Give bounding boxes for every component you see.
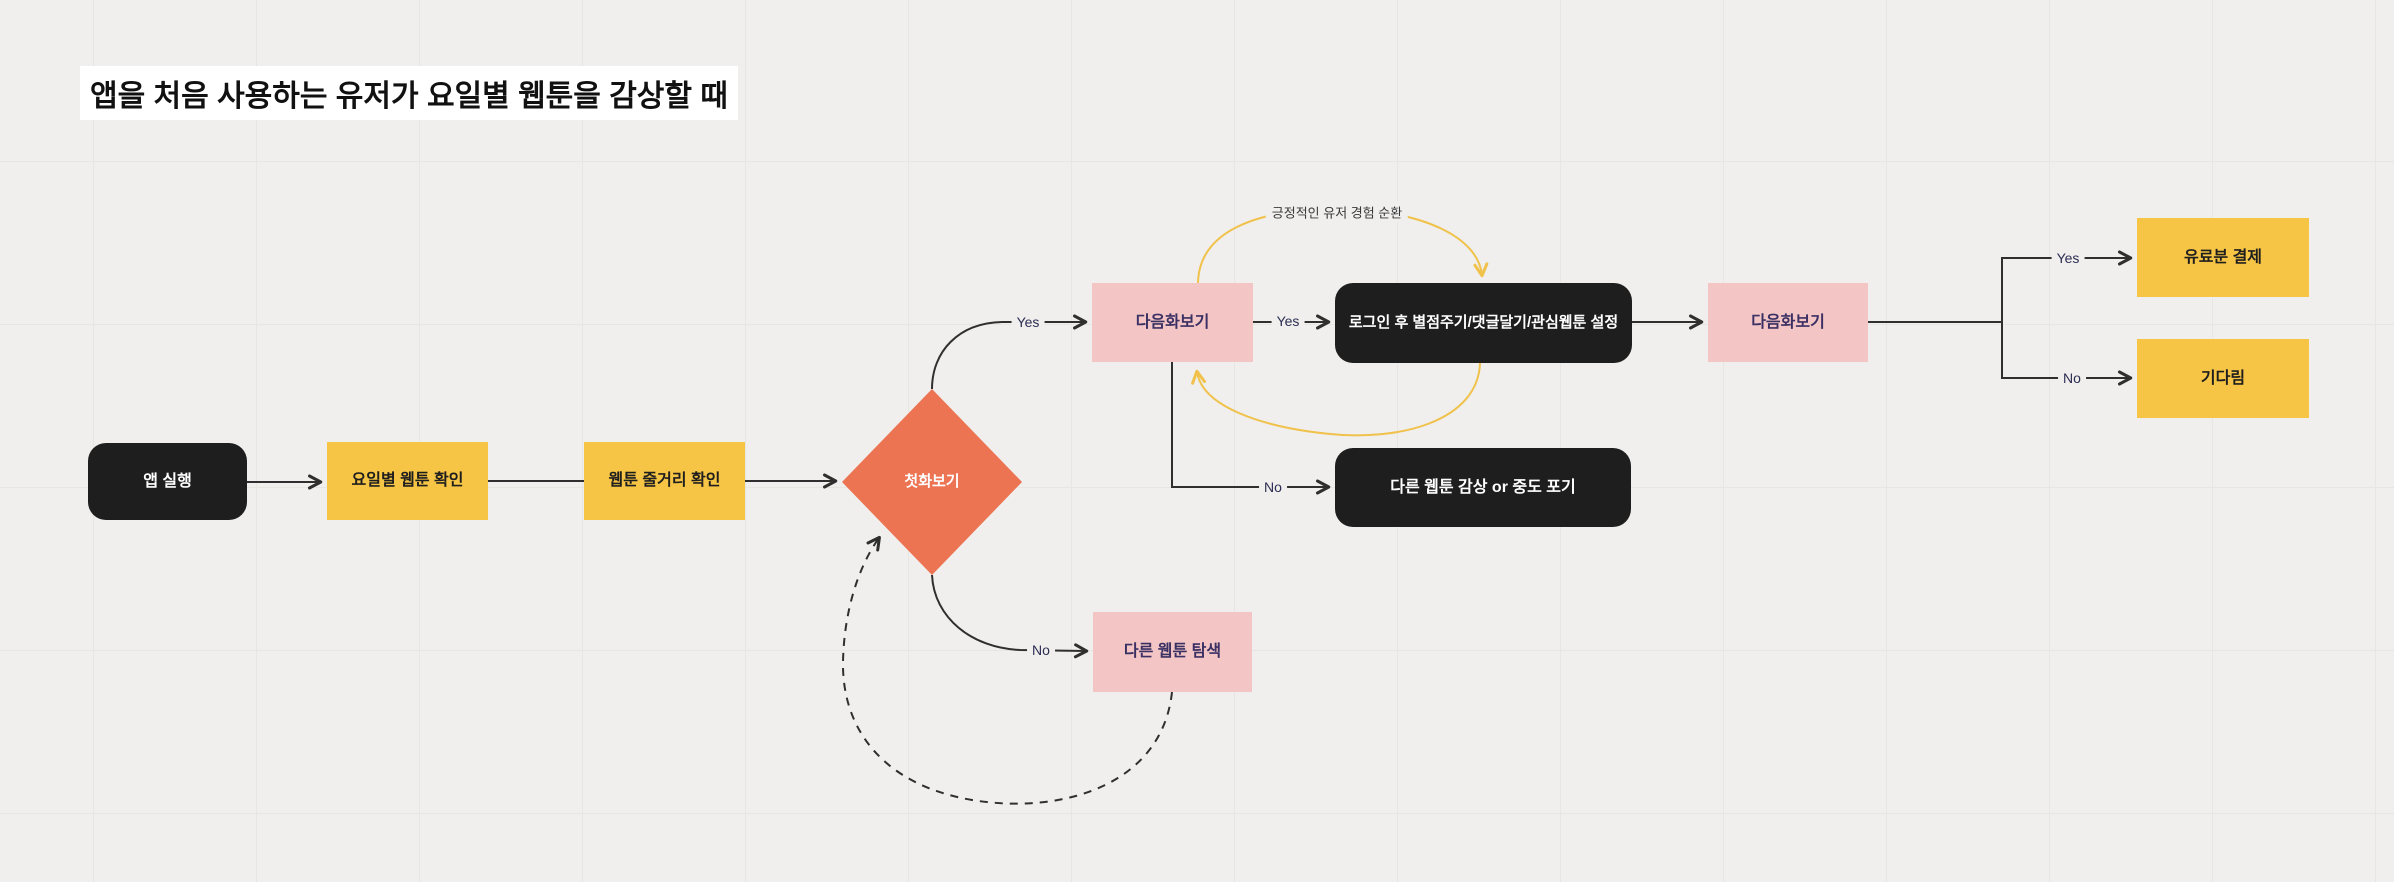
edge-label-no-explore[interactable]: No bbox=[1027, 641, 1055, 659]
edge-label-no-wait[interactable]: No bbox=[2058, 369, 2086, 387]
edge-decision-yes-to-next1[interactable] bbox=[931, 314, 1088, 390]
edge-next2-yes-to-payment[interactable] bbox=[1868, 250, 2133, 323]
node-app-launch[interactable]: 앱 실행 bbox=[88, 443, 247, 520]
node-wait[interactable]: 기다림 bbox=[2137, 339, 2309, 418]
edge-label-no-other[interactable]: No bbox=[1259, 478, 1287, 496]
node-next-episode-2-label: 다음화보기 bbox=[1751, 313, 1825, 331]
edge-next1-no-to-other[interactable] bbox=[1171, 362, 1331, 495]
node-other-webtoon-or-quit-label: 다른 웹툰 감상 or 중도 포기 bbox=[1390, 478, 1576, 496]
edge-decision-no-to-explore[interactable] bbox=[931, 574, 1089, 659]
node-webtoon-plot-check[interactable]: 웹툰 줄거리 확인 bbox=[584, 442, 745, 520]
node-daily-webtoon-check-label: 요일별 웹툰 확인 bbox=[351, 472, 464, 489]
loop-caption[interactable]: 긍정적인 유저 경험 순환 bbox=[1265, 201, 1409, 223]
node-next-episode-1-label: 다음화보기 bbox=[1135, 313, 1210, 331]
node-explore-other-webtoon[interactable]: 다른 웹툰 탐색 bbox=[1093, 612, 1252, 692]
edge-explore-back-to-decision-dashed[interactable] bbox=[841, 535, 1173, 805]
board-title[interactable]: 앱을 처음 사용하는 유저가 요일별 웹툰을 감상할 때 bbox=[80, 66, 738, 120]
node-webtoon-plot-check-label: 웹툰 줄거리 확인 bbox=[608, 472, 721, 489]
node-paid-payment[interactable]: 유료분 결제 bbox=[2137, 218, 2309, 297]
node-app-launch-label: 앱 실행 bbox=[143, 472, 192, 490]
node-next-episode-1[interactable]: 다음화보기 bbox=[1092, 283, 1253, 362]
edge-label-yes-paid[interactable]: Yes bbox=[2051, 249, 2085, 267]
edge-next2-no-to-wait[interactable] bbox=[2001, 322, 2133, 386]
node-login-actions-label: 로그인 후 별점주기/댓글달기/관심웹툰 설정 bbox=[1348, 313, 1619, 331]
node-next-episode-2[interactable]: 다음화보기 bbox=[1708, 283, 1868, 362]
node-daily-webtoon-check[interactable]: 요일별 웹툰 확인 bbox=[327, 442, 488, 520]
node-explore-other-webtoon-label: 다른 웹툰 탐색 bbox=[1123, 643, 1222, 660]
node-login-actions[interactable]: 로그인 후 별점주기/댓글달기/관심웹툰 설정 bbox=[1335, 283, 1632, 363]
edge-label-yes-login[interactable]: Yes bbox=[1271, 312, 1305, 330]
node-other-webtoon-or-quit[interactable]: 다른 웹툰 감상 or 중도 포기 bbox=[1335, 448, 1631, 527]
edge-label-yes-first[interactable]: Yes bbox=[1011, 313, 1045, 331]
node-paid-payment-label: 유료분 결제 bbox=[2183, 248, 2263, 266]
node-wait-label: 기다림 bbox=[2200, 369, 2246, 387]
edge-loop-bottom-yellow[interactable] bbox=[1191, 362, 1481, 437]
node-first-episode-decision-label: 첫화보기 bbox=[904, 472, 960, 490]
